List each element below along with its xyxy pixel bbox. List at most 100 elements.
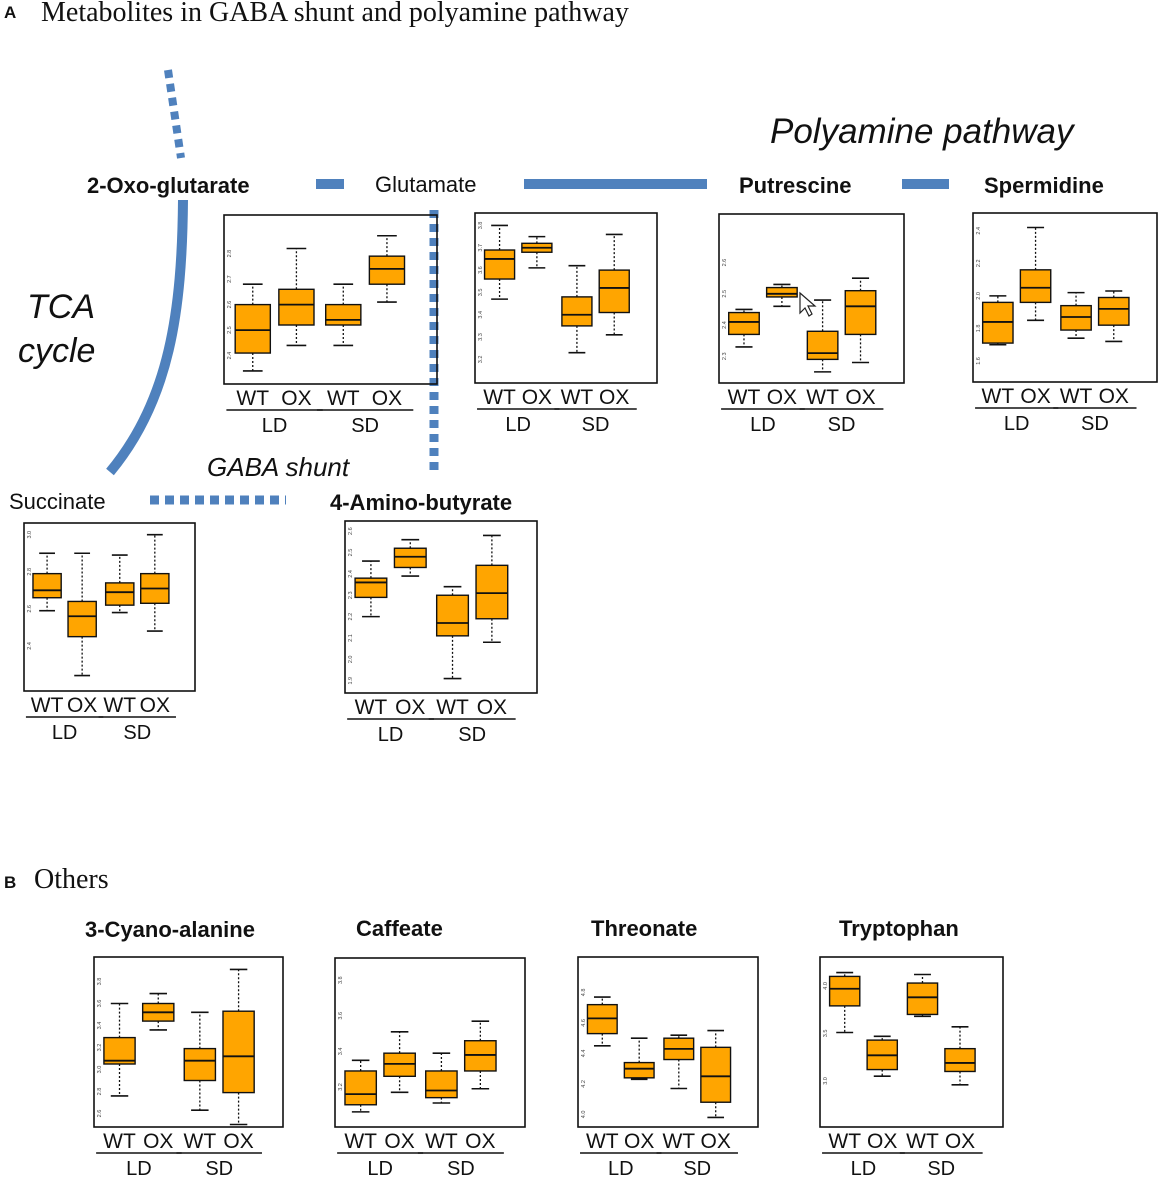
condition-label: LD <box>505 414 531 436</box>
condition-label: LD <box>851 1158 877 1177</box>
y-tick-label: 2.6 <box>97 1110 103 1118</box>
genotype-label: OX <box>945 1130 975 1153</box>
condition-label: LD <box>750 414 776 436</box>
condition-label: LD <box>126 1158 152 1177</box>
y-tick-label: 3.0 <box>97 1066 103 1074</box>
condition-label: LD <box>608 1158 634 1177</box>
box-iqr <box>906 982 939 1016</box>
box-iqr <box>765 286 798 298</box>
y-tick-label: 2.6 <box>227 301 233 309</box>
y-tick-label: 2.0 <box>348 656 354 664</box>
metabolite-name-tryptophan: Tryptophan <box>839 916 959 941</box>
y-tick-label: 3.4 <box>338 1048 344 1056</box>
genotype-label: OX <box>522 386 552 409</box>
y-tick-label: 3.4 <box>97 1022 103 1030</box>
tca-cycle-arc <box>106 199 188 476</box>
condition-label: SD <box>123 722 151 744</box>
condition-label: LD <box>378 724 404 746</box>
box-iqr <box>278 288 315 326</box>
y-tick-label: 3.8 <box>338 976 344 984</box>
y-tick-label: 3.5 <box>478 289 484 297</box>
box-iqr <box>475 564 509 620</box>
box-iqr <box>700 1046 732 1103</box>
metabolite-name-cyanoalanine: 3-Cyano-alanine <box>85 917 255 942</box>
box-iqr <box>222 1010 255 1094</box>
y-tick-label: 3.2 <box>478 356 484 364</box>
mouse-pointer-icon <box>799 291 817 317</box>
condition-label: LD <box>1004 413 1030 435</box>
y-tick-label: 4.8 <box>581 989 587 997</box>
metabolite-name-threonate: Threonate <box>591 916 698 941</box>
genotype-label: WT <box>31 694 64 717</box>
genotype-label: WT <box>184 1130 217 1153</box>
metabolite-name-oxoglutarate: 2-Oxo-glutarate <box>87 173 250 198</box>
box-iqr <box>1019 269 1052 304</box>
genotype-label: WT <box>662 1130 695 1153</box>
box-iqr <box>183 1047 217 1082</box>
condition-label: SD <box>1081 413 1109 435</box>
y-tick-label: 3.0 <box>823 1077 829 1085</box>
condition-label: LD <box>262 415 288 437</box>
y-tick-label: 2.6 <box>348 527 354 535</box>
box-iqr <box>104 582 135 606</box>
genotype-label: OX <box>465 1130 495 1153</box>
panel-b-letter: B <box>4 873 17 892</box>
y-tick-label: 4.0 <box>823 982 829 990</box>
box-iqr <box>393 547 427 569</box>
y-tick-label: 2.5 <box>227 326 233 334</box>
y-tick-label: 4.2 <box>581 1080 587 1088</box>
y-tick-label: 2.4 <box>348 570 354 578</box>
y-tick-label: 2.2 <box>348 613 354 621</box>
metabolite-name-aminobutyrate: 4-Amino-butyrate <box>330 490 513 515</box>
y-tick-label: 3.8 <box>478 222 484 230</box>
box-iqr <box>844 289 877 336</box>
genotype-label: WT <box>436 696 469 719</box>
condition-label: SD <box>683 1158 711 1177</box>
y-tick-label: 1.8 <box>976 325 982 333</box>
tca-dotted-connector <box>164 69 185 159</box>
pathway-connectors <box>106 69 949 505</box>
genotype-label: WT <box>1060 385 1093 408</box>
metabolite-name-glutamate: Glutamate <box>375 172 477 197</box>
genotype-label: WT <box>355 696 388 719</box>
plot-frame <box>972 212 1158 383</box>
genotype-label: WT <box>728 386 761 409</box>
genotype-label: OX <box>223 1130 253 1153</box>
condition-label: LD <box>52 722 78 744</box>
y-tick-label: 4.4 <box>581 1050 587 1058</box>
box-iqr <box>944 1047 976 1073</box>
y-tick-label: 3.3 <box>478 333 484 341</box>
y-tick-label: 2.4 <box>227 352 233 360</box>
metabolite-name-spermidine: Spermidine <box>984 173 1104 198</box>
y-tick-label: 2.5 <box>722 290 728 298</box>
y-tick-label: 1.9 <box>348 677 354 685</box>
y-tick-label: 2.2 <box>976 259 982 267</box>
genotype-label: OX <box>140 694 170 717</box>
plot-frame <box>93 956 284 1128</box>
y-tick-label: 2.7 <box>227 275 233 283</box>
condition-label: SD <box>927 1158 955 1177</box>
tca-label-line1: TCA <box>27 288 95 326</box>
y-tick-label: 3.6 <box>478 266 484 274</box>
plot-frame <box>819 956 1004 1128</box>
y-tick-label: 4.6 <box>581 1019 587 1027</box>
y-tick-label: 3.8 <box>97 978 103 986</box>
box-iqr <box>728 311 760 336</box>
genotype-label: OX <box>767 386 797 409</box>
y-tick-label: 2.3 <box>348 591 354 599</box>
condition-label: SD <box>205 1158 233 1177</box>
y-tick-label: 2.4 <box>976 227 982 235</box>
plot-frame <box>577 956 759 1128</box>
genotype-label: WT <box>483 386 516 409</box>
panel-a-letter: A <box>4 3 17 22</box>
box-iqr <box>828 975 861 1007</box>
y-tick-label: 2.8 <box>27 568 33 576</box>
polyamine-pathway-label: Polyamine pathway <box>770 112 1074 151</box>
y-tick-label: 2.5 <box>348 549 354 557</box>
